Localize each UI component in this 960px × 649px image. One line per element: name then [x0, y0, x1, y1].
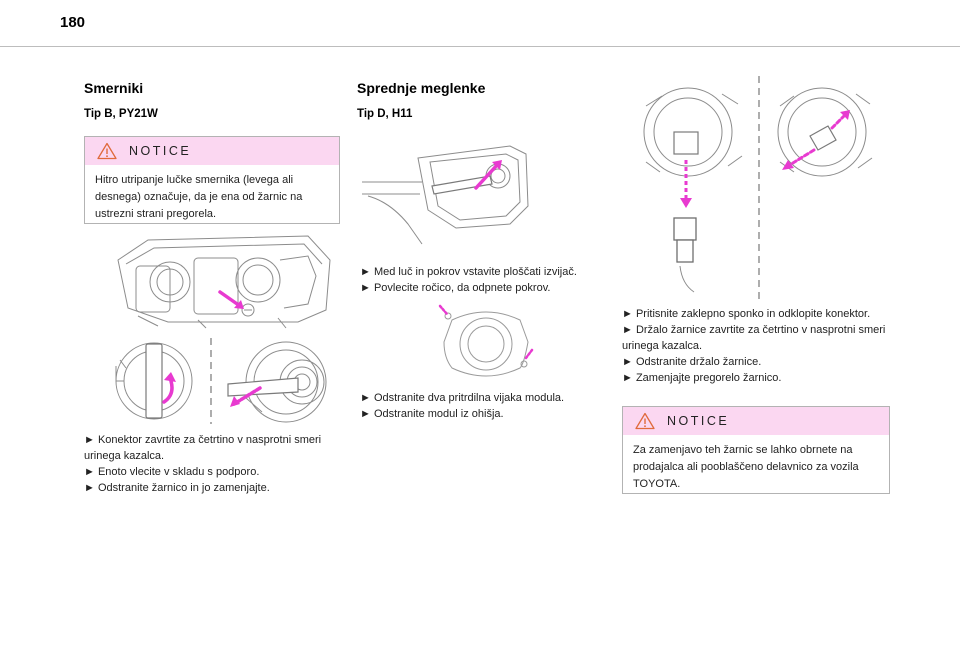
connector-rotate-illustration: [115, 342, 193, 420]
fog-lamps-section: Sprednje meglenke Tip D, H11: [357, 80, 617, 120]
fog-lamp-cover-illustration: [362, 145, 529, 245]
step-item: ► Odstranite dva pritrdilna vijaka modul…: [360, 392, 565, 404]
section-title: Sprednje meglenke: [357, 80, 486, 96]
notice-box: NOTICE Za zamenjavo teh žarnic se lahko …: [622, 406, 890, 494]
section-subtitle: Tip B, PY21W: [84, 108, 158, 120]
page-number: 180: [60, 14, 86, 31]
step-item: ► Konektor zavrtite za četrtino v naspro…: [84, 434, 322, 462]
bulb-removal-illustration: [227, 341, 327, 423]
module-screws-illustration: [438, 304, 534, 377]
fog-cover-steps: ► Med luč in pokrov vstavite ploščati iz…: [360, 264, 622, 296]
notice-title: NOTICE: [667, 414, 730, 428]
step-item: ► Povlecite ročico, da odpnete pokrov.: [360, 282, 551, 294]
step-item: ► Držalo žarnice zavrtite za četrtino v …: [622, 324, 886, 352]
header-divider: [0, 46, 960, 47]
step-item: ► Med luč in pokrov vstavite ploščati iz…: [360, 266, 577, 278]
section-title: Smerniki: [84, 80, 144, 96]
bulb-holder-rotate-illustration: [777, 87, 873, 177]
step-item: ► Odstranite držalo žarnice.: [622, 356, 762, 368]
step-item: ► Odstranite modul iz ohišja.: [360, 408, 504, 420]
bulb-holder-steps: ► Pritisnite zaklepno sponko in odklopit…: [622, 306, 890, 386]
notice-text: Za zamenjavo teh žarnic se lahko obrnete…: [633, 444, 859, 490]
step-item: ► Odstranite žarnico in jo zamenjajte.: [84, 482, 270, 494]
notice-title: NOTICE: [129, 144, 192, 158]
notice-header: NOTICE: [623, 407, 889, 435]
turn-signals-section: Smerniki Tip B, PY21W: [84, 80, 344, 120]
step-item: ► Pritisnite zaklepno sponko in odklopit…: [622, 308, 871, 320]
step-item: ► Enoto vlecite v skladu s podporo.: [84, 466, 260, 478]
column-separator: [758, 76, 760, 300]
notice-text: Hitro utripanje lučke smernika (levega a…: [95, 174, 303, 220]
fog-module-steps: ► Odstranite dva pritrdilna vijaka modul…: [360, 390, 622, 422]
notice-header: NOTICE: [85, 137, 339, 165]
column-separator: [210, 338, 212, 424]
step-item: ► Zamenjajte pregorelo žarnico.: [622, 372, 782, 384]
connector-unplug-illustration: [643, 87, 743, 293]
headlamp-unit-illustration: [117, 235, 331, 329]
notice-box: NOTICE Hitro utripanje lučke smernika (l…: [84, 136, 340, 224]
warning-triangle-icon: [97, 142, 117, 160]
turn-signal-steps: ► Konektor zavrtite za četrtino v naspro…: [84, 432, 342, 496]
warning-triangle-icon: [635, 412, 655, 430]
section-subtitle: Tip D, H11: [357, 108, 413, 120]
